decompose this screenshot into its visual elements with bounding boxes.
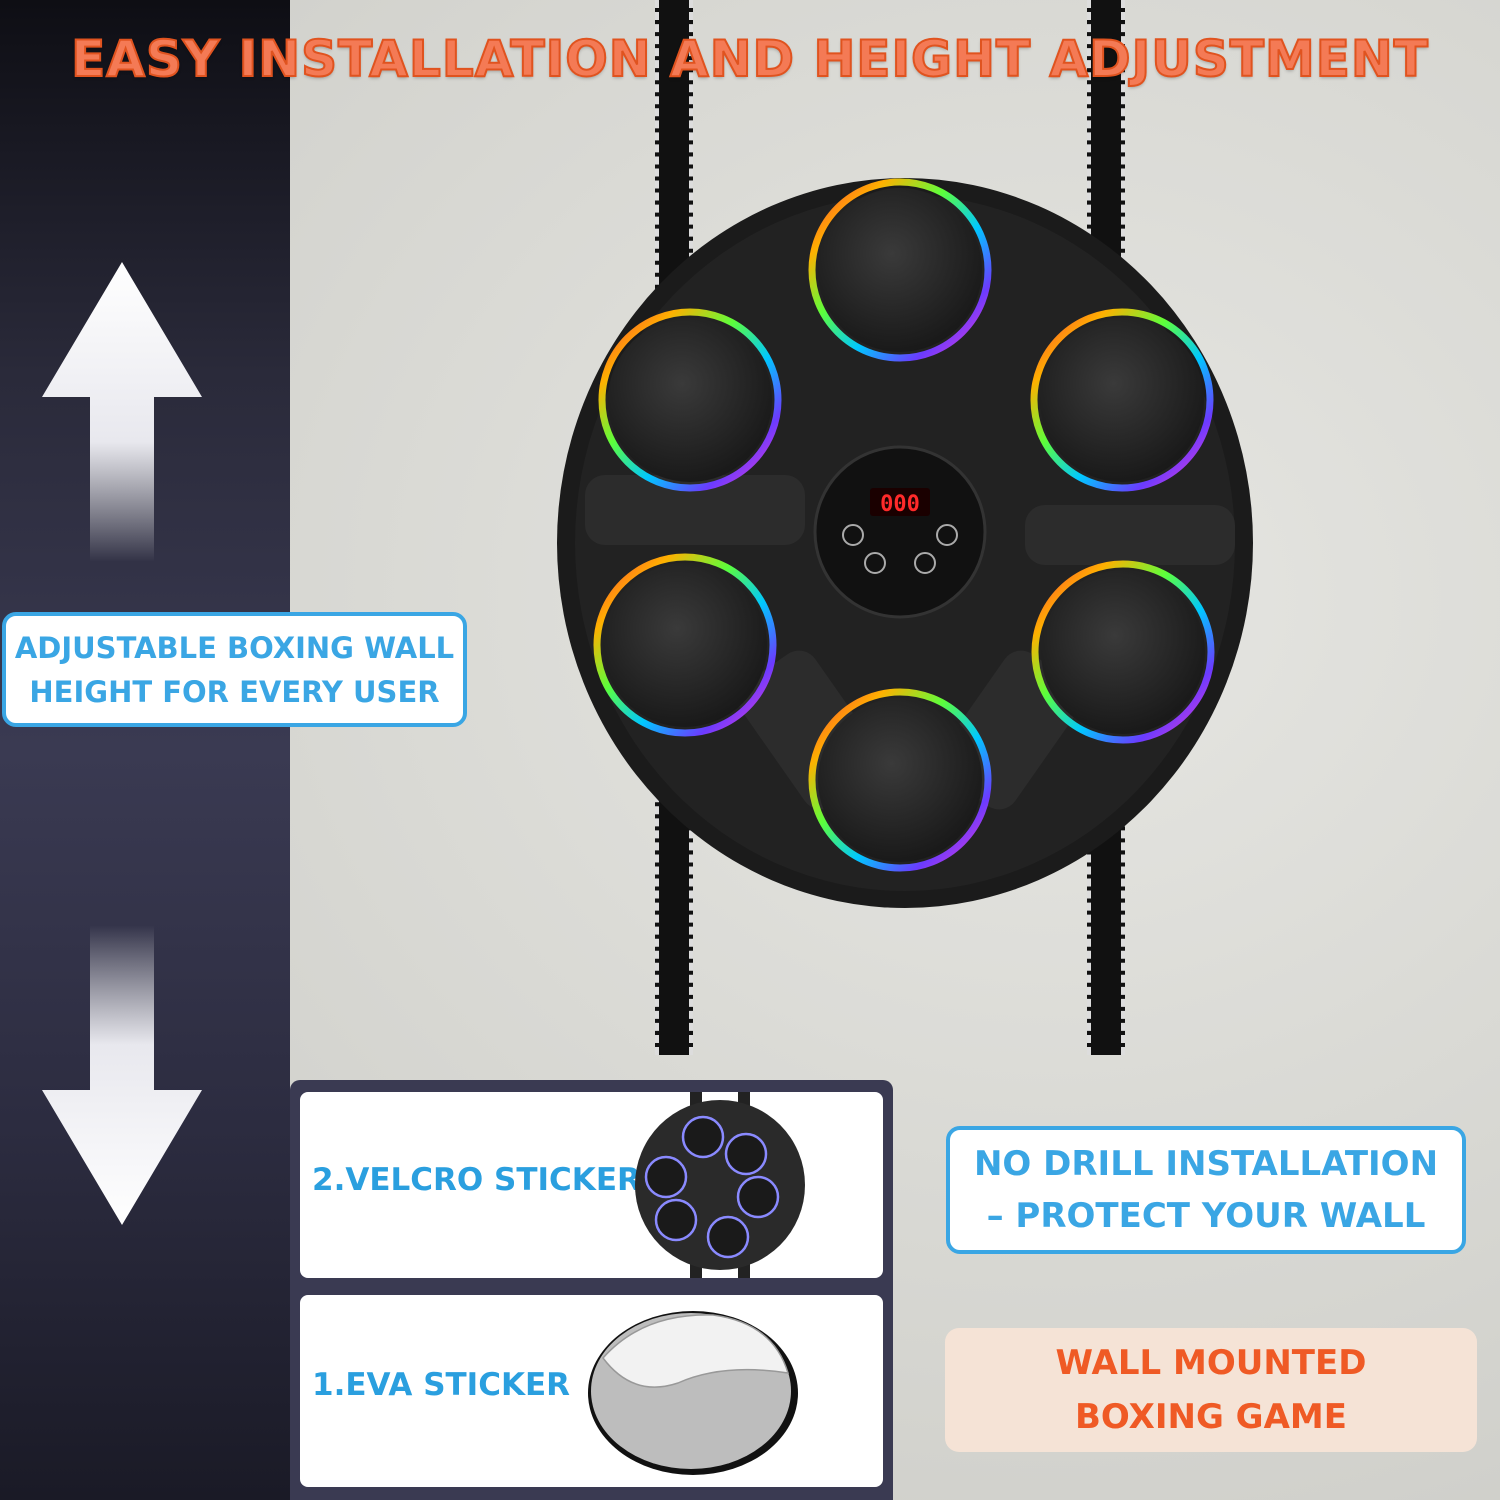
arrow-up-icon bbox=[42, 262, 202, 562]
pad-bottom bbox=[808, 688, 992, 872]
score-display: 000 bbox=[880, 492, 920, 517]
boxing-machine: 000 bbox=[557, 178, 1253, 908]
step-card-eva: 1.EVA STICKER bbox=[300, 1295, 883, 1487]
adjustable-height-callout: ADJUSTABLE BOXING WALL HEIGHT FOR EVERY … bbox=[2, 612, 467, 727]
eva-sticker-disc-icon bbox=[588, 1311, 798, 1475]
pad-upper-right bbox=[1030, 308, 1214, 492]
music-button-icon bbox=[914, 552, 936, 574]
callout-line: NO DRILL INSTALLATION bbox=[973, 1144, 1439, 1184]
callout-line: HEIGHT FOR EVERY USER bbox=[29, 674, 440, 709]
pad-lower-right bbox=[1031, 560, 1215, 744]
pad-upper-left bbox=[598, 308, 782, 492]
no-drill-callout: NO DRILL INSTALLATION – PROTECT YOUR WAL… bbox=[946, 1126, 1466, 1254]
control-button-icon bbox=[842, 524, 864, 546]
arrow-down-icon bbox=[42, 925, 202, 1225]
step-label: 1.EVA STICKER bbox=[312, 1367, 571, 1403]
control-button-icon bbox=[864, 552, 886, 574]
left-gradient-strip bbox=[0, 0, 290, 1500]
pad-top bbox=[808, 178, 992, 362]
callout-line: WALL MOUNTED bbox=[1055, 1343, 1367, 1383]
pad-lower-left bbox=[593, 553, 777, 737]
callout-line: BOXING GAME bbox=[1075, 1397, 1347, 1437]
step-card-velcro: 2.VELCRO STICKER bbox=[300, 1092, 883, 1278]
step-label: 2.VELCRO STICKER bbox=[312, 1162, 641, 1198]
wall-mounted-callout: WALL MOUNTED BOXING GAME bbox=[945, 1328, 1477, 1452]
callout-line: – PROTECT YOUR WALL bbox=[986, 1196, 1426, 1236]
page-title: EASY INSTALLATION AND HEIGHT ADJUSTMENT bbox=[70, 29, 1429, 89]
control-hub bbox=[813, 445, 987, 619]
mini-boxing-machine-icon bbox=[635, 1092, 805, 1278]
callout-line: ADJUSTABLE BOXING WALL bbox=[14, 630, 455, 665]
control-button-icon bbox=[936, 524, 958, 546]
